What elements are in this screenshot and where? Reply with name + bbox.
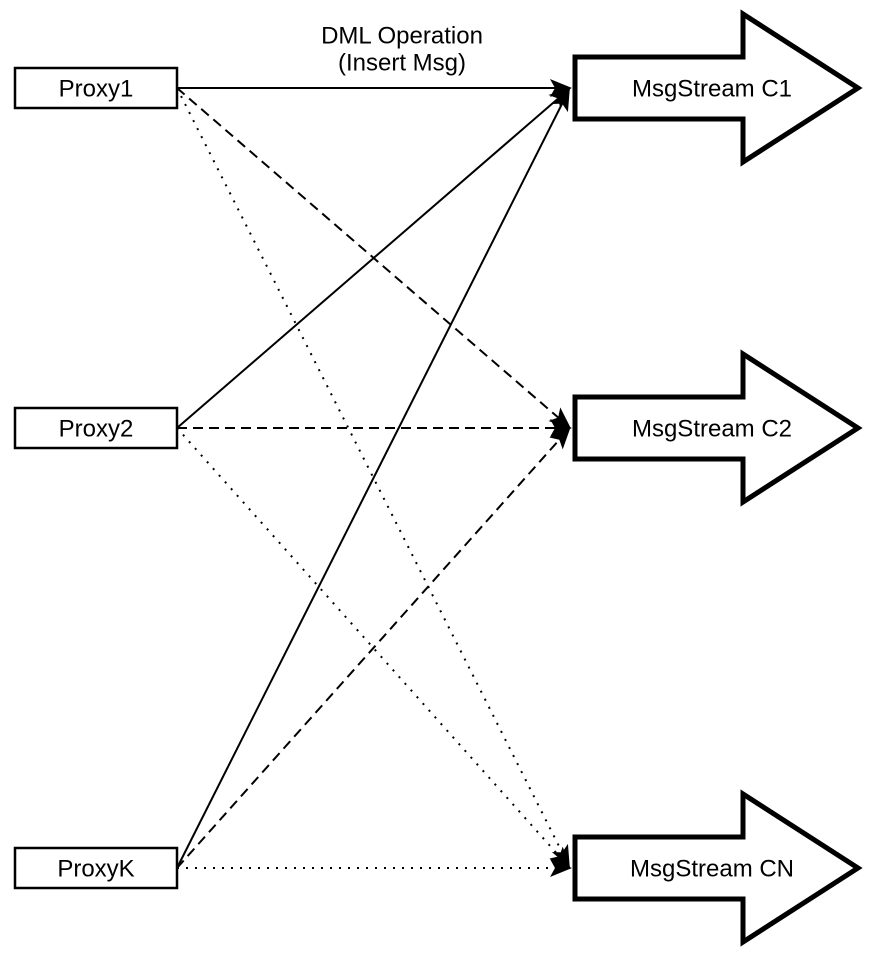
- proxy2-box: [13, 406, 179, 450]
- connection-proxyk-to-c2-dashed: [176, 427, 571, 869]
- msgstream-cn-arrow-shape: [572, 789, 863, 947]
- msgstream-c1-arrow-shape: [572, 9, 863, 167]
- proxy2-label: Proxy2: [59, 415, 134, 442]
- msgstream-cn-node: MsgStream CN: [572, 789, 863, 947]
- proxy1-box: [13, 66, 179, 110]
- msgstream-cn-label: MsgStream CN: [630, 855, 794, 882]
- proxyk-node: ProxyK: [13, 846, 179, 890]
- proxyk-label: ProxyK: [57, 855, 134, 882]
- proxy1-node: Proxy1: [13, 66, 179, 110]
- annotation-line2: (Insert Msg): [338, 49, 466, 76]
- dml-operation-annotation: DML Operation (Insert Msg): [321, 22, 483, 76]
- connection-proxyk-to-c1-solid: [176, 88, 570, 869]
- proxy1-label: Proxy1: [59, 75, 134, 102]
- msgstream-c1-node: MsgStream C1: [572, 9, 863, 167]
- proxyk-box: [13, 846, 179, 890]
- proxy2-node: Proxy2: [13, 406, 179, 450]
- msgstream-c2-node: MsgStream C2: [572, 349, 863, 507]
- connection-proxy1-to-c2-dashed: [176, 87, 572, 429]
- annotation-line1: DML Operation: [321, 22, 483, 49]
- msgstream-c2-label: MsgStream C2: [632, 415, 792, 442]
- connection-proxy1-to-cn-dotted: [176, 87, 570, 868]
- connection-proxy2-to-cn-dotted: [176, 427, 571, 869]
- connection-proxy2-to-c1-solid: [176, 87, 572, 429]
- msgstream-c1-label: MsgStream C1: [632, 75, 792, 102]
- msgstream-c2-arrow-shape: [572, 349, 863, 507]
